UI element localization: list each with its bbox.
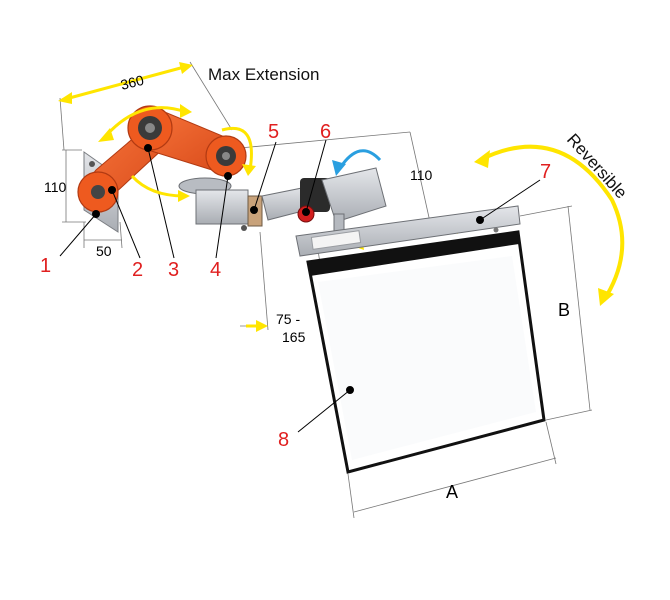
base-width-dimension: 50	[96, 243, 112, 259]
reversible-label: Reversible	[563, 130, 631, 202]
quick-release-joint	[261, 167, 387, 245]
callout-6: 6	[320, 121, 331, 143]
clamp-range-top: 75 -	[276, 311, 300, 327]
callout-4: 4	[210, 259, 221, 281]
arm-upper-segment	[127, 105, 247, 177]
max-extension-arrow	[58, 62, 193, 104]
arm-height-dimension: 110	[44, 179, 67, 195]
swivel-arrow-icon	[332, 149, 382, 176]
reversible-arrow-icon	[474, 144, 625, 306]
callout-3: 3	[168, 259, 179, 281]
rotation-arrowhead-2	[180, 104, 192, 118]
max-extension-dimension: 360	[119, 72, 146, 93]
swivel-head	[178, 177, 263, 231]
callout-8: 8	[278, 429, 289, 451]
screen-offset-dimension: 110	[410, 167, 433, 183]
callout-1: 1	[40, 255, 51, 277]
callout-leaders	[59, 139, 541, 433]
callout-2: 2	[132, 259, 143, 281]
callout-7: 7	[540, 161, 551, 183]
diagram-title: Max Extension	[208, 65, 320, 84]
callout-5: 5	[268, 121, 279, 143]
rotation-arrowhead-4	[242, 164, 256, 176]
height-dimension-label: B	[558, 300, 570, 320]
rotation-arrowhead-3	[178, 190, 190, 202]
rotation-arrowhead-1	[98, 128, 114, 142]
width-dimension-label: A	[446, 482, 458, 502]
clamp-range-bottom: 165	[282, 329, 306, 345]
shield-screen	[306, 230, 546, 474]
